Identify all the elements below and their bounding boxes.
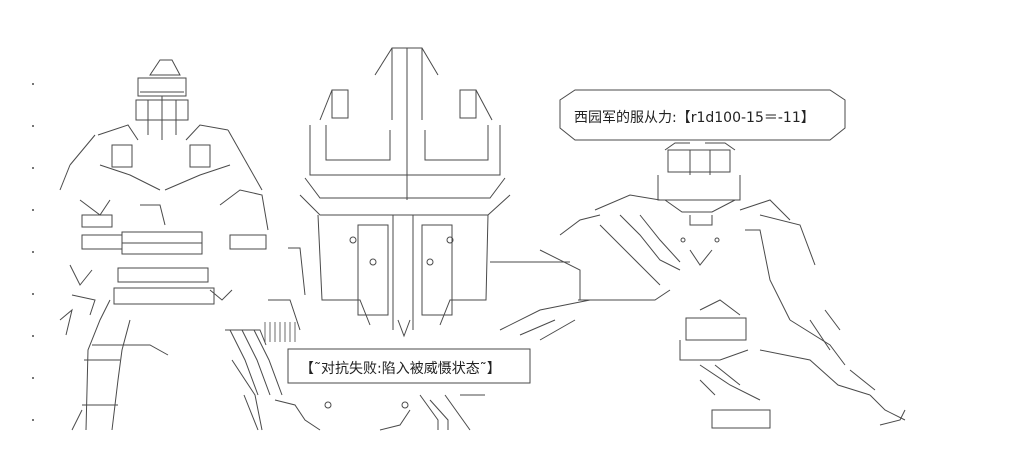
left-margin-dots [32,83,34,421]
status-box-text: 【˜对抗失败:陷入被威慑状态˜】 [300,361,501,377]
right-kneeling-figure [490,142,906,429]
status-box [287,348,531,384]
speech-bubble [559,89,846,141]
speech-bubble-text: 西园军的服从力:【r1d100-15＝-11】 [574,110,815,126]
center-mecha-figure [225,47,511,431]
left-armored-figure [59,59,269,431]
